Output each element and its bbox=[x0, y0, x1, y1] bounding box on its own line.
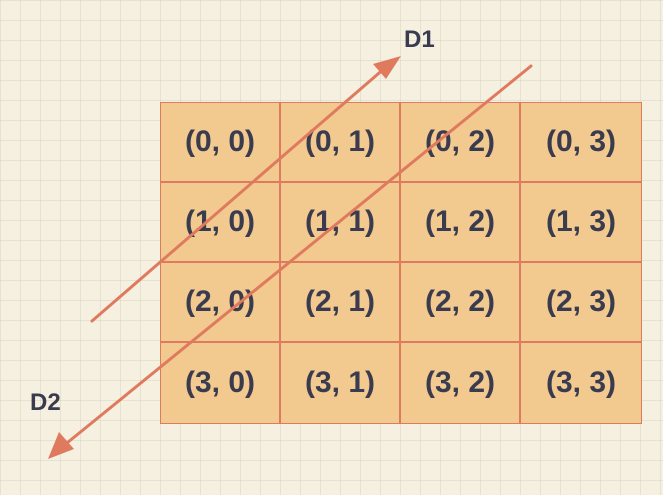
matrix-cell-1-3: (1, 3) bbox=[521, 183, 641, 263]
matrix-cell-3-1: (3, 1) bbox=[281, 343, 401, 423]
matrix-cell-3-2: (3, 2) bbox=[401, 343, 521, 423]
matrix-cell-1-2: (1, 2) bbox=[401, 183, 521, 263]
matrix-cell-1-0: (1, 0) bbox=[161, 183, 281, 263]
d2-arrowhead bbox=[48, 432, 74, 459]
matrix-cell-3-0: (3, 0) bbox=[161, 343, 281, 423]
matrix-cell-3-3: (3, 3) bbox=[545, 366, 617, 399]
matrix-cell-2-1: (2, 1) bbox=[281, 263, 401, 343]
matrix-cell-2-3: (2, 3) bbox=[521, 263, 641, 343]
d1-arrowhead bbox=[373, 56, 401, 79]
matrix-cell-2-2: (2, 2) bbox=[401, 263, 521, 343]
d1-label: D1 bbox=[404, 26, 435, 53]
matrix-grid: (0, 0) (0, 1) (0, 2) (0, 3) (1, 0) (1, 1… bbox=[160, 102, 642, 424]
matrix-cell-0-2: (0, 2) bbox=[401, 103, 521, 183]
d2-label: D2 bbox=[30, 389, 61, 416]
matrix-cell-0-1: (0, 1) bbox=[281, 103, 401, 183]
matrix-cell-0-0: (0, 0) bbox=[161, 103, 281, 183]
matrix-cell-1-1: (1, 1) bbox=[281, 183, 401, 263]
matrix-cell-2-0: (2, 0) bbox=[161, 263, 281, 343]
matrix-cell-0-3: (0, 3) bbox=[521, 103, 641, 183]
